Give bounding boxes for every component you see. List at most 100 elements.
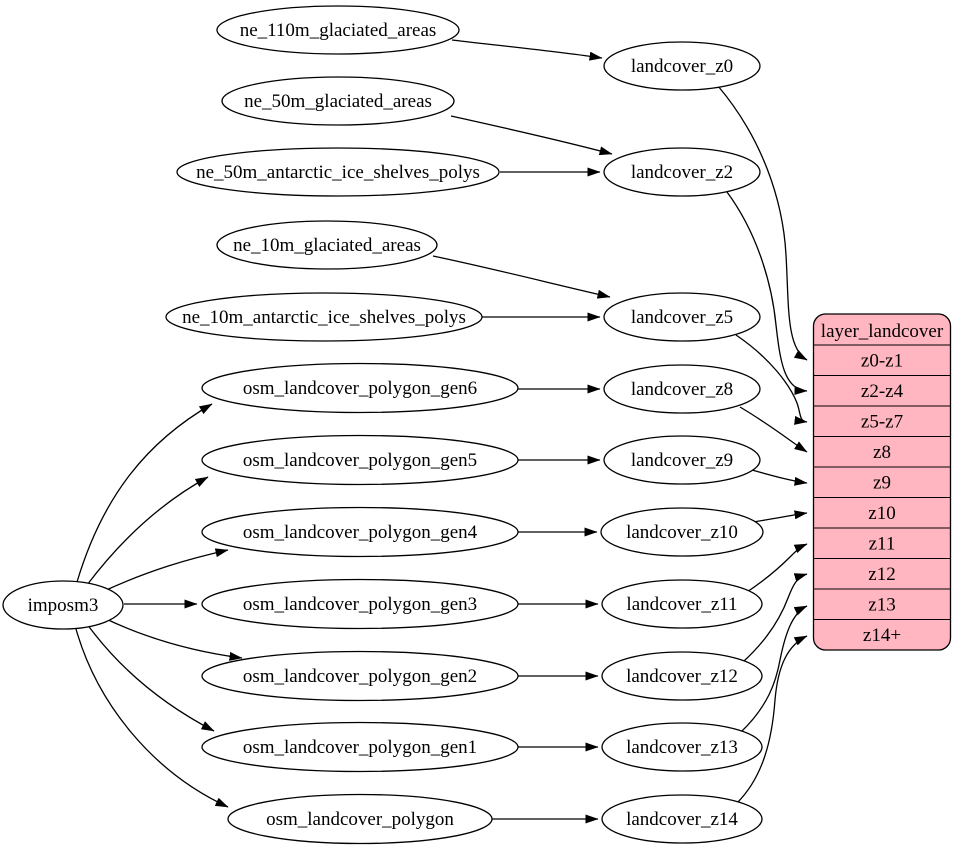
landcover_z12-label: landcover_z12 bbox=[626, 666, 738, 687]
node-ne_10m_glaciated_areas: ne_10m_glaciated_areas bbox=[216, 220, 438, 270]
table-row-z8: z8 bbox=[873, 442, 891, 463]
osm_landcover_polygon-label: osm_landcover_polygon bbox=[266, 809, 454, 830]
edge-landcover_z0-row-z0-z1 bbox=[717, 85, 808, 361]
landcover_z0-ellipse bbox=[603, 41, 761, 91]
ne_10m_antarctic_ice_shelves_polys-label: ne_10m_antarctic_ice_shelves_polys bbox=[182, 307, 466, 328]
osm_landcover_polygon_gen6-ellipse bbox=[201, 362, 519, 414]
table-row-z14plus: z14+ bbox=[863, 625, 901, 646]
imposm3-ellipse bbox=[2, 580, 124, 630]
node-osm_landcover_polygon_gen1: osm_landcover_polygon_gen1 bbox=[201, 721, 519, 773]
edge-ne_10m_glaciated_areas-landcover_z5 bbox=[432, 255, 611, 299]
edge-landcover_z10-row-z10 bbox=[752, 510, 808, 523]
layer-landcover-table: layer_landcover z0-z1 z2-z4 z5-z7 z8 z9 … bbox=[812, 313, 952, 651]
node-imposm3: imposm3 bbox=[2, 580, 124, 630]
landcover_z2-ellipse bbox=[603, 147, 761, 197]
table-row-z13: z13 bbox=[868, 595, 895, 616]
node-ne_50m_antarctic_ice_shelves_polys: ne_50m_antarctic_ice_shelves_polys bbox=[176, 147, 500, 197]
edges-group bbox=[75, 39, 808, 824]
landcover_z10-label: landcover_z10 bbox=[626, 522, 738, 543]
ne_10m_glaciated_areas-label: ne_10m_glaciated_areas bbox=[233, 235, 421, 256]
ne_110m_glaciated_areas-label: ne_110m_glaciated_areas bbox=[240, 20, 437, 41]
osm_landcover_polygon_gen3-ellipse bbox=[201, 578, 519, 630]
node-landcover_z8: landcover_z8 bbox=[603, 364, 761, 414]
landcover_z5-label: landcover_z5 bbox=[631, 307, 733, 328]
node-osm_landcover_polygon_gen3: osm_landcover_polygon_gen3 bbox=[201, 578, 519, 630]
osm_landcover_polygon_gen2-ellipse bbox=[201, 650, 519, 702]
imposm3-label: imposm3 bbox=[28, 595, 99, 616]
landcover_z2-label: landcover_z2 bbox=[631, 162, 733, 183]
landcover_z8-label: landcover_z8 bbox=[631, 379, 733, 400]
table-row-z12: z12 bbox=[868, 564, 895, 585]
edge-imposm3-osm_landcover_polygon_gen2 bbox=[103, 617, 243, 661]
edge-ne_50m_glaciated_areas-landcover_z2 bbox=[450, 115, 613, 156]
ne_50m_antarctic_ice_shelves_polys-ellipse bbox=[176, 147, 500, 197]
edge-landcover_z9-row-z9 bbox=[751, 469, 808, 486]
edge-landcover_z5-row-z5-z7 bbox=[735, 334, 808, 425]
ne_10m_glaciated_areas-ellipse bbox=[216, 220, 438, 270]
landcover_z12-ellipse bbox=[601, 651, 763, 701]
node-landcover_z9: landcover_z9 bbox=[603, 435, 761, 485]
node-osm_landcover_polygon_gen4: osm_landcover_polygon_gen4 bbox=[201, 506, 519, 558]
landcover_z14-label: landcover_z14 bbox=[626, 809, 738, 830]
edge-ne_110m_glaciated_areas-landcover_z0 bbox=[451, 39, 603, 61]
edge-landcover_z13-row-z13 bbox=[740, 605, 808, 733]
landcover_z13-label: landcover_z13 bbox=[626, 737, 738, 758]
node-landcover_z12: landcover_z12 bbox=[601, 651, 763, 701]
node-landcover_z2: landcover_z2 bbox=[603, 147, 761, 197]
osm_landcover_polygon_gen4-ellipse bbox=[201, 506, 519, 558]
nodes-group: imposm3 ne_110m_glaciated_areas ne_50m_g… bbox=[2, 5, 764, 845]
node-ne_110m_glaciated_areas: ne_110m_glaciated_areas bbox=[216, 5, 460, 55]
osm_landcover_polygon_gen6-label: osm_landcover_polygon_gen6 bbox=[243, 378, 477, 399]
osm_landcover_polygon_gen5-label: osm_landcover_polygon_gen5 bbox=[243, 450, 477, 471]
node-landcover_z10: landcover_z10 bbox=[600, 507, 764, 557]
landcover_z0-label: landcover_z0 bbox=[631, 56, 733, 77]
layer-landcover-title: layer_landcover bbox=[821, 321, 944, 342]
landcover_z11-ellipse bbox=[601, 579, 763, 629]
landcover_z8-ellipse bbox=[603, 364, 761, 414]
edge-imposm3-osm_landcover_polygon_gen4 bbox=[103, 548, 229, 592]
landcover_z10-ellipse bbox=[600, 507, 764, 557]
landcover_z14-ellipse bbox=[601, 794, 763, 844]
node-landcover_z0: landcover_z0 bbox=[603, 41, 761, 91]
edge-landcover_z2-row-z2-z4 bbox=[726, 191, 808, 395]
table-row-z10: z10 bbox=[868, 503, 895, 524]
osm_landcover_polygon_gen5-ellipse bbox=[201, 434, 519, 486]
osm_landcover_polygon-ellipse bbox=[227, 793, 493, 845]
edge-landcover_z11-row-z11 bbox=[746, 543, 808, 593]
layer-landcover-outline bbox=[812, 313, 952, 651]
ne_110m_glaciated_areas-ellipse bbox=[216, 5, 460, 55]
table-row-z9: z9 bbox=[873, 473, 891, 494]
ne_50m_glaciated_areas-label: ne_50m_glaciated_areas bbox=[244, 91, 432, 112]
node-osm_landcover_polygon_gen5: osm_landcover_polygon_gen5 bbox=[201, 434, 519, 486]
table-row-z11: z11 bbox=[869, 534, 896, 555]
edge-imposm3-osm_landcover_polygon bbox=[75, 628, 229, 808]
ne_50m_antarctic_ice_shelves_polys-label: ne_50m_antarctic_ice_shelves_polys bbox=[196, 162, 480, 183]
osm_landcover_polygon_gen3-label: osm_landcover_polygon_gen3 bbox=[243, 594, 477, 615]
node-osm_landcover_polygon_gen2: osm_landcover_polygon_gen2 bbox=[201, 650, 519, 702]
edge-landcover_z8-row-z8 bbox=[739, 406, 808, 453]
osm_landcover_polygon_gen1-ellipse bbox=[201, 721, 519, 773]
landcover_z5-ellipse bbox=[603, 292, 761, 342]
ne_10m_antarctic_ice_shelves_polys-ellipse bbox=[165, 292, 483, 342]
landcover_z9-label: landcover_z9 bbox=[631, 450, 733, 471]
landcover_z11-label: landcover_z11 bbox=[626, 594, 737, 615]
ne_50m_glaciated_areas-ellipse bbox=[221, 76, 455, 126]
edge-landcover_z14-row-z14plus bbox=[736, 635, 808, 804]
node-landcover_z11: landcover_z11 bbox=[601, 579, 763, 629]
edge-landcover_z12-row-z12 bbox=[743, 573, 808, 662]
osm_landcover_polygon_gen4-label: osm_landcover_polygon_gen4 bbox=[243, 522, 478, 543]
table-row-z2-z4: z2-z4 bbox=[861, 381, 904, 402]
osm_landcover_polygon_gen1-label: osm_landcover_polygon_gen1 bbox=[243, 737, 477, 758]
edge-imposm3-osm_landcover_polygon_gen5 bbox=[86, 476, 209, 586]
landcover_z9-ellipse bbox=[603, 435, 761, 485]
node-osm_landcover_polygon_gen6: osm_landcover_polygon_gen6 bbox=[201, 362, 519, 414]
landcover_z13-ellipse bbox=[601, 722, 763, 772]
osm_landcover_polygon_gen2-label: osm_landcover_polygon_gen2 bbox=[243, 666, 477, 687]
table-row-z0-z1: z0-z1 bbox=[861, 351, 903, 372]
table-row-z5-z7: z5-z7 bbox=[861, 412, 903, 433]
node-ne_50m_glaciated_areas: ne_50m_glaciated_areas bbox=[221, 76, 455, 126]
node-landcover_z13: landcover_z13 bbox=[601, 722, 763, 772]
node-landcover_z5: landcover_z5 bbox=[603, 292, 761, 342]
